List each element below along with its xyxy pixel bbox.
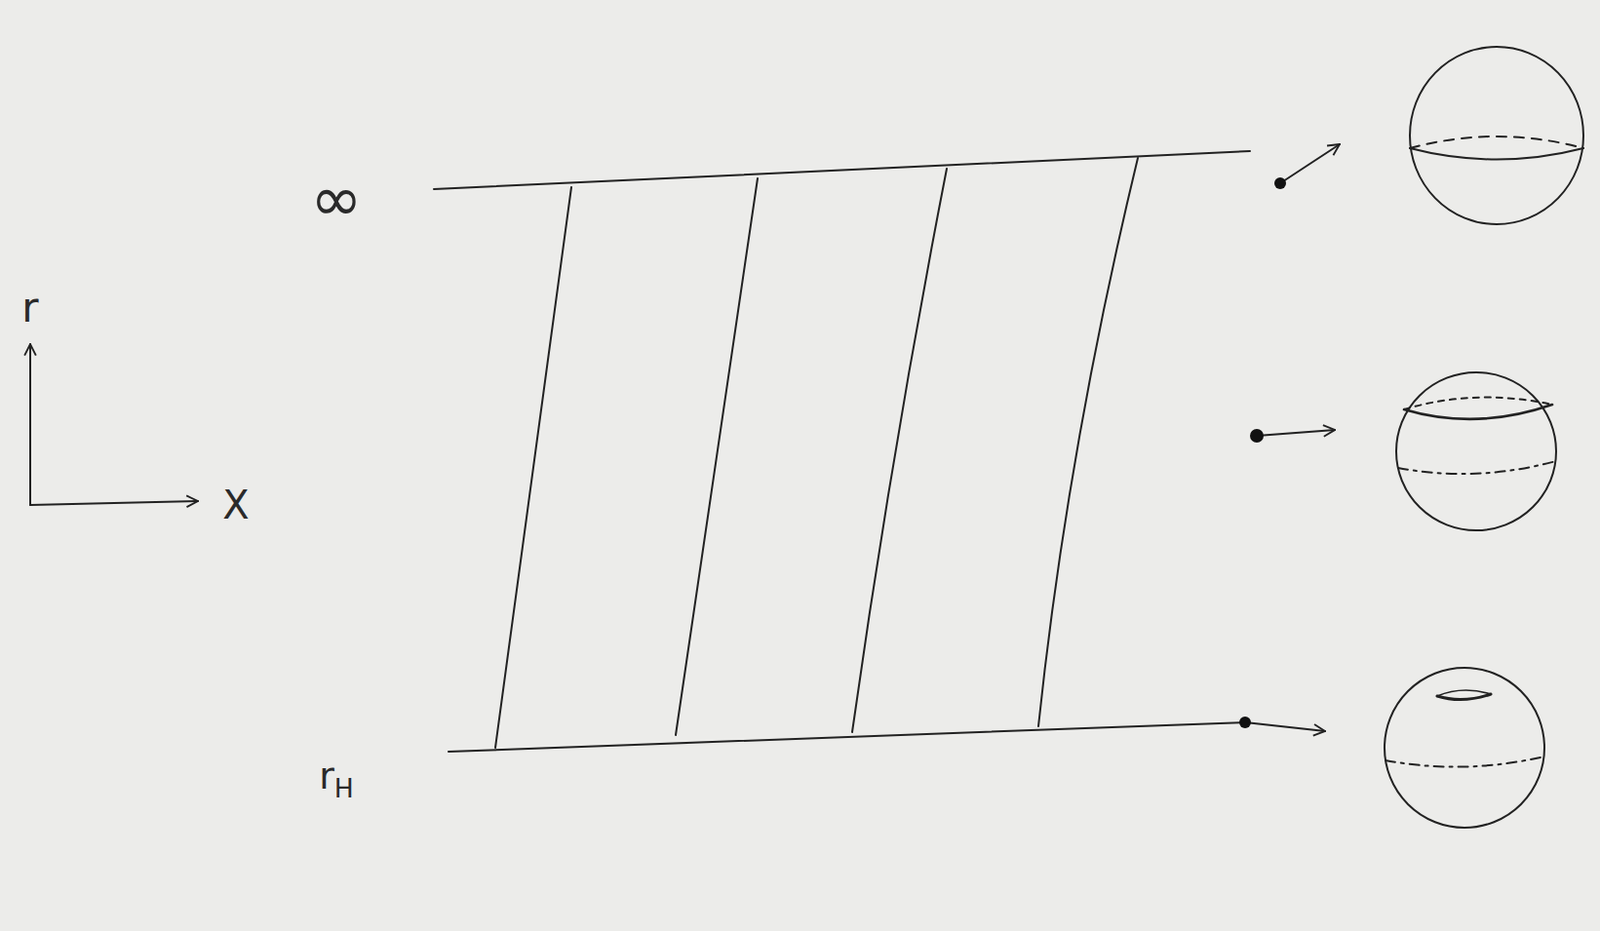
r-axis <box>29 344 32 506</box>
sphere-equator <box>1385 756 1545 768</box>
sphere <box>1409 46 1584 225</box>
x-axis <box>30 501 198 506</box>
sphere-ring-lower <box>1398 461 1557 474</box>
horizon-label: rH <box>318 757 354 803</box>
slice-line <box>495 187 572 748</box>
infinity-label: ∞ <box>310 167 362 231</box>
slice-line <box>675 178 758 736</box>
slice-line <box>852 168 947 733</box>
sphere <box>1384 667 1545 828</box>
axis-label: r <box>21 287 39 329</box>
sphere-cap-back <box>1437 690 1491 697</box>
boundary-infinity <box>433 151 1250 190</box>
sphere-equator <box>1409 148 1584 160</box>
sphere-ring <box>1404 404 1553 420</box>
slice-line <box>1038 157 1138 727</box>
sphere-ring-back <box>1404 397 1553 410</box>
sphere-equator-back <box>1409 136 1584 149</box>
map-arrow <box>1280 144 1340 184</box>
map-arrow <box>1245 722 1326 732</box>
map-arrow <box>1256 429 1335 436</box>
point-dot <box>1274 177 1287 190</box>
point-dot <box>1249 429 1264 443</box>
point-dot <box>1239 716 1251 729</box>
boundary-horizon <box>448 722 1246 752</box>
axis-label: X <box>222 485 249 525</box>
sphere-cap <box>1437 694 1491 701</box>
sphere <box>1396 372 1557 531</box>
